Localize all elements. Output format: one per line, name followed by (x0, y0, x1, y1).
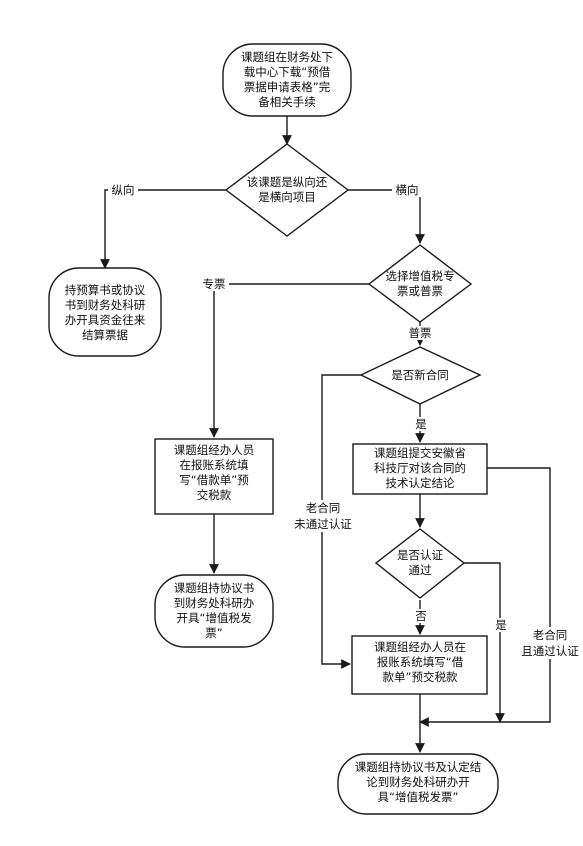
label-yes-certified-line: 是 (495, 618, 507, 632)
final-end-text-line: 具“增值税发票” (378, 790, 459, 804)
contract-certify-text-line: 科技厅对该合同的 (374, 461, 466, 475)
label-yes-new: 是 (415, 417, 427, 431)
decision-certified-text-line: 是否认证 (397, 548, 443, 562)
label-old-certified-line: 且通过认证 (521, 644, 579, 658)
label-yes-certified: 是 (495, 618, 507, 632)
normal-borrow-text-line: 课题组经办人员在 (374, 640, 466, 654)
label-no-certified-line: 否 (415, 609, 427, 623)
label-horizontal: 横向 (396, 183, 419, 197)
final-end-text-line: 课题组持协议书及认定结 (355, 760, 482, 774)
final-end-node: 课题组持协议书及认定结论到财务处科研办开具“增值税发票” (337, 753, 499, 815)
special-end-text-line: 票” (205, 626, 222, 640)
special-end-text-line: 到财务处科研办 (174, 596, 255, 610)
label-old-not-certified-line: 老合同 (306, 501, 341, 515)
label-special: 专票 (203, 277, 226, 291)
normal-borrow-text-line: 款单”预交税款 (383, 670, 458, 684)
label-horizontal-line: 横向 (396, 183, 419, 197)
label-special-line: 专票 (203, 277, 226, 291)
label-yes-new-line: 是 (415, 417, 427, 431)
decision-certified-text: 是否认证通过 (397, 548, 443, 577)
label-normal-line: 普票 (409, 326, 432, 340)
contract-certify-text-line: 课题组提交安徽省 (374, 446, 466, 460)
label-old-certified: 老合同且通过认证 (521, 628, 579, 658)
special-borrow-text-line: 在报账系统填 (180, 458, 249, 472)
label-vertical: 纵向 (112, 183, 135, 197)
special-borrow-text-line: 写“借款单”预 (179, 473, 249, 487)
vertical-result-text-line: 持预算书或协议 (65, 283, 146, 297)
edge-labels: 纵向 横向 专票 普票 是 老合同未通过认证 否 是 老合同且通过认证 (108, 183, 583, 659)
contract-certify-text-line: 技术认定结论 (386, 476, 455, 490)
label-old-not-certified-line: 未通过认证 (294, 517, 352, 531)
special-borrow-text-line: 交税款 (197, 488, 232, 502)
edge-type-to-horizontal (348, 189, 425, 244)
vertical-result-text-line: 结算票据 (82, 328, 128, 342)
start-node-text-line: 票据申请表格”完 (244, 80, 330, 94)
decision-new-contract-text: 是否新合同 (391, 368, 449, 382)
start-node-text: 课题组在财务处下载中心下载“预借票据申请表格”完备相关手续 (241, 50, 333, 109)
special-end-text: 课题组持协议书到财务处科研办开具“增值税发票” (174, 581, 255, 640)
nodes: 课题组在财务处下载中心下载“预借票据申请表格”完备相关手续 该课题是纵向还是横向… (48, 43, 499, 815)
decision-invoice-type-text-line: 票或普票 (397, 284, 443, 298)
decision-new-contract-text-line: 是否新合同 (391, 368, 449, 382)
normal-borrow-text: 课题组经办人员在报账系统填写“借款单”预交税款 (374, 640, 466, 684)
decision-project-type: 该课题是纵向还是横向项目 (224, 143, 350, 237)
special-borrow-text-line: 课题组经办人员 (174, 443, 255, 457)
decision-project-type-text-line: 是横向项目 (258, 190, 316, 204)
decision-certified-text-line: 通过 (409, 563, 432, 577)
label-old-certified-line: 老合同 (533, 628, 568, 642)
normal-borrow-text-line: 报账系统填写“借 (377, 655, 464, 669)
start-node: 课题组在财务处下载中心下载“预借票据申请表格”完备相关手续 (222, 43, 352, 117)
decision-new-contract: 是否新合同 (359, 346, 482, 405)
label-no-certified: 否 (415, 609, 427, 623)
special-borrow-text: 课题组经办人员在报账系统填写“借款单”预交税款 (174, 443, 255, 502)
final-end-text: 课题组持协议书及认定结论到财务处科研办开具“增值税发票” (355, 760, 482, 804)
edge-certify-old-certified (419, 467, 551, 727)
normal-borrow-node: 课题组经办人员在报账系统填写“借款单”预交税款 (351, 635, 488, 695)
decision-certified: 是否认证通过 (374, 528, 466, 599)
special-end-text-line: 开具“增值税发 (177, 611, 252, 625)
edge-certified-yes (464, 562, 505, 723)
start-node-text-line: 载中心下载“预借 (244, 65, 331, 79)
decision-invoice-type: 选择增值税专票或普票 (367, 244, 473, 323)
vertical-result-text: 持预算书或协议书到财务处科研办开具资金往来结算票据 (65, 283, 146, 342)
vertical-result-node: 持预算书或协议书到财务处科研办开具资金往来结算票据 (48, 267, 162, 357)
label-vertical-line: 纵向 (112, 183, 135, 197)
vertical-result-text-line: 办开具资金往来 (65, 313, 146, 327)
decision-project-type-text: 该课题是纵向还是横向项目 (247, 175, 328, 204)
edges (100, 116, 551, 753)
decision-invoice-type-text-line: 选择增值税专 (386, 269, 455, 283)
special-end-text-line: 课题组持协议书 (174, 581, 255, 595)
start-node-text-line: 课题组在财务处下 (241, 50, 333, 64)
label-old-not-certified: 老合同未通过认证 (294, 501, 352, 531)
special-end-node: 课题组持协议书到财务处科研办开具“增值税发票” (154, 574, 274, 648)
edge-type-to-vertical (100, 189, 226, 269)
vertical-result-text-line: 书到财务处科研 (65, 298, 146, 312)
special-borrow-node: 课题组经办人员在报账系统填写“借款单”预交税款 (154, 438, 274, 515)
final-end-text-line: 论到财务处科研办开 (366, 775, 470, 789)
decision-invoice-type-text: 选择增值税专票或普票 (386, 269, 455, 298)
contract-certify-node: 课题组提交安徽省科技厅对该合同的技术认定结论 (352, 443, 488, 495)
start-node-text-line: 备相关手续 (258, 95, 316, 109)
label-normal: 普票 (409, 326, 432, 340)
decision-project-type-text-line: 该课题是纵向还 (247, 175, 328, 189)
contract-certify-text: 课题组提交安徽省科技厅对该合同的技术认定结论 (374, 446, 466, 490)
edge-invoice-to-special (209, 283, 369, 438)
